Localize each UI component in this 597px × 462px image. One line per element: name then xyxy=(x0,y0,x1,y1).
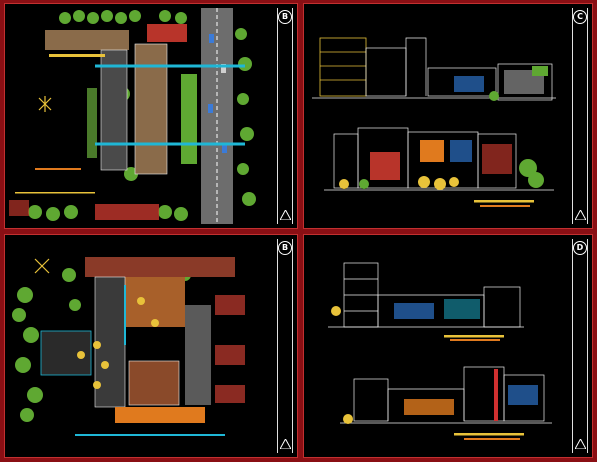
sheet-badge: B xyxy=(278,10,292,24)
sheet-badge: B xyxy=(278,241,292,255)
sections-drawing xyxy=(328,262,552,440)
title-block xyxy=(572,239,588,453)
sheet-site-plan[interactable]: B xyxy=(4,3,298,229)
sheet-badge: C xyxy=(573,10,587,24)
scale-triangle-icon xyxy=(280,210,291,220)
elevations-drawing xyxy=(312,37,556,207)
title-block xyxy=(277,239,293,453)
sheet-sections[interactable]: D xyxy=(303,234,593,458)
scale-triangle-icon xyxy=(575,210,586,220)
site-plan-drawing xyxy=(9,8,256,224)
scale-triangle-icon xyxy=(280,439,291,449)
sheet-elevations[interactable]: C xyxy=(303,3,593,229)
floor-plan-drawing xyxy=(12,257,245,436)
sheet-badge: D xyxy=(573,241,587,255)
title-block xyxy=(572,8,588,224)
sheet-ground-floor-plan[interactable]: B xyxy=(4,234,298,458)
title-block xyxy=(277,8,293,224)
scale-triangle-icon xyxy=(575,439,586,449)
